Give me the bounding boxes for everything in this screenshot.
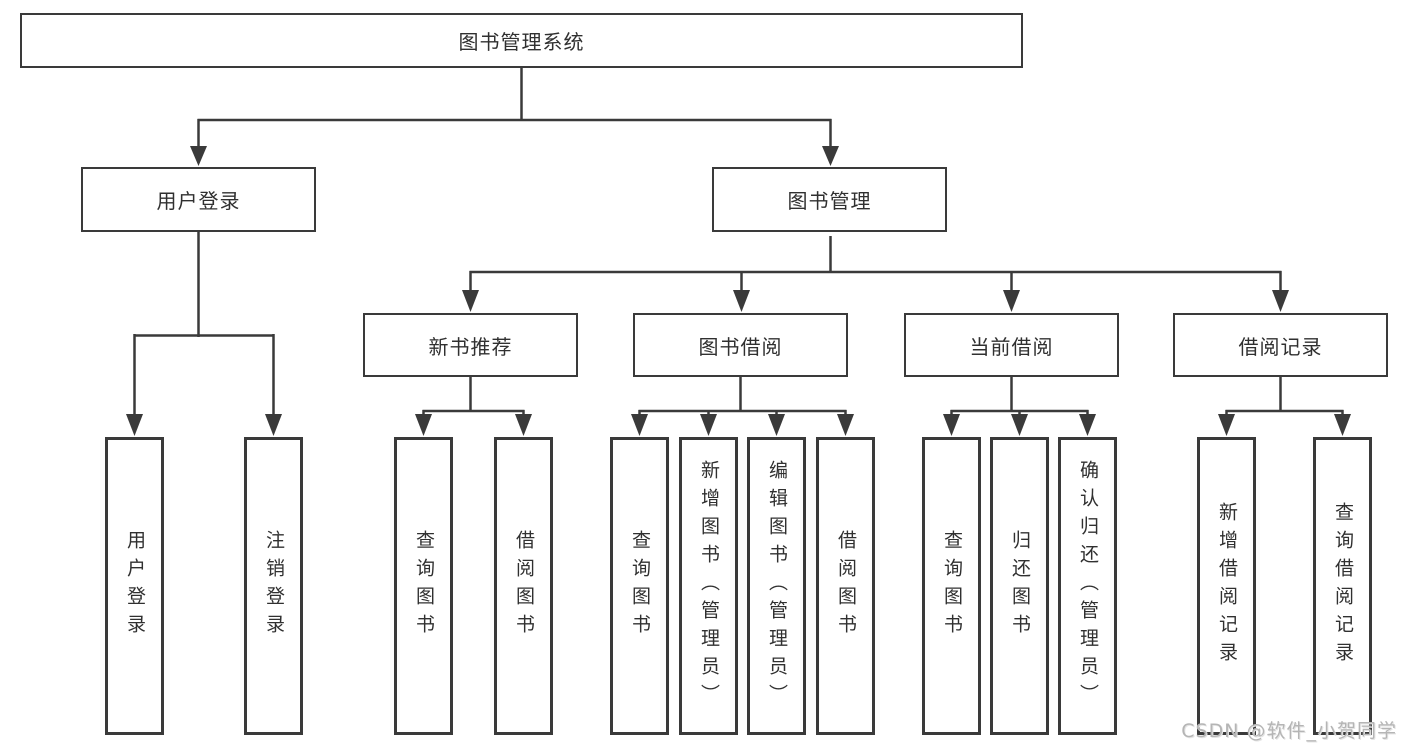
connector-bookmgmt-to-level2 [462,236,1289,312]
node-label: 当前借阅 [969,334,1054,359]
node-new-book-recommend: 新书推荐 [363,313,578,377]
leaf-user-login: 用户登录 [105,437,164,735]
leaf-edit-books-admin: 编辑图书（管理员） [747,437,806,735]
leaf-return-books: 归还图书 [990,437,1049,735]
leaf-label: 归还图书 [1009,530,1031,642]
node-label: 图书借阅 [698,334,783,359]
leaf-label: 编辑图书（管理员） [766,460,788,712]
leaf-logout: 注销登录 [244,437,303,735]
leaf-label: 借阅图书 [835,530,857,642]
leaf-label: 注销登录 [263,530,285,642]
connector-userlogin-to-leaves [126,232,282,436]
leaf-add-books-admin: 新增图书（管理员） [679,437,738,735]
leaf-query-books-recommend: 查询图书 [394,437,453,735]
node-label: 借阅记录 [1238,334,1323,359]
connector-records-to-leaves [1218,377,1351,436]
node-label: 新书推荐 [428,334,513,359]
connector-current-to-leaves [943,377,1096,436]
leaf-label: 新增图书（管理员） [698,460,720,712]
leaf-query-books-borrow: 查询图书 [610,437,669,735]
node-book-management: 图书管理 [712,167,947,232]
node-label: 用户登录 [156,189,241,213]
node-book-borrow: 图书借阅 [633,313,848,377]
leaf-borrow-books-recommend: 借阅图书 [494,437,553,735]
leaf-borrow-books: 借阅图书 [816,437,875,735]
leaf-query-books-current: 查询图书 [922,437,981,735]
node-label: 图书管理系统 [458,30,585,54]
connector-borrow-to-leaves [631,377,854,436]
leaf-label: 确认归还（管理员） [1077,460,1099,712]
leaf-label: 查询图书 [941,530,963,642]
node-current-borrow: 当前借阅 [904,313,1119,377]
leaf-label: 借阅图书 [513,530,535,642]
leaf-label: 用户登录 [124,530,146,642]
connector-root-to-level1 [190,67,839,166]
csdn-watermark: CSDN @软件_小贺同学 [1181,720,1397,742]
leaf-label: 查询图书 [413,530,435,642]
leaf-add-borrow-record: 新增借阅记录 [1197,437,1256,735]
node-borrow-records: 借阅记录 [1173,313,1388,377]
node-user-login: 用户登录 [81,167,316,232]
leaf-confirm-return-admin: 确认归还（管理员） [1058,437,1117,735]
node-library-system: 图书管理系统 [20,13,1023,68]
leaf-label: 查询借阅记录 [1332,502,1354,670]
node-label: 图书管理 [787,189,872,213]
leaf-label: 查询图书 [629,530,651,642]
leaf-label: 新增借阅记录 [1216,502,1238,670]
leaf-query-borrow-record: 查询借阅记录 [1313,437,1372,735]
connector-newbooks-to-leaves [415,377,532,436]
